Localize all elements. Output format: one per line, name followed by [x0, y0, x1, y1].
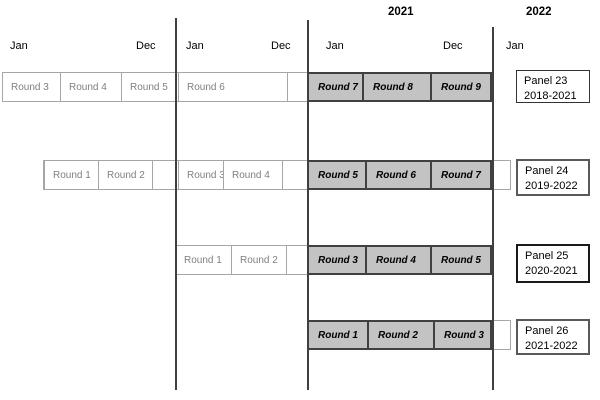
panel-name: Panel 25 — [525, 250, 569, 262]
panel-label-box: Panel 24 2019-2022 — [516, 159, 590, 196]
round-box: Round 4 — [365, 245, 432, 275]
round-box: Round 6 — [178, 72, 288, 102]
panel-range: 2019-2022 — [525, 180, 578, 192]
panel-range: 2021-2022 — [525, 340, 578, 352]
panel-range: 2020-2021 — [525, 265, 578, 277]
year-label-2021: 2021 — [388, 6, 414, 18]
round-box: Round 2 — [367, 320, 435, 350]
round-box: Round 3 — [307, 245, 367, 275]
month-label-dec-col1: Dec — [136, 40, 156, 52]
panel-label-box: Panel 25 2020-2021 — [516, 244, 590, 283]
panel-name: Panel 23 — [524, 75, 568, 87]
round-box: Round 8 — [362, 72, 432, 102]
round-box: Round 9 — [430, 72, 492, 102]
round-box: Round 4 — [60, 72, 122, 102]
round-box: Round 2 — [98, 160, 153, 190]
panel-name: Panel 24 — [525, 165, 569, 177]
round-box: Round 3 — [433, 320, 492, 350]
month-label-jan-col2: Jan — [186, 40, 204, 52]
round-box: Round 2 — [231, 245, 287, 275]
round-box: Round 1 — [307, 320, 369, 350]
round-box: Round 7 — [430, 160, 492, 190]
round-box: Round 1 — [175, 245, 232, 275]
panel-name: Panel 26 — [525, 325, 569, 337]
year-divider-line-3 — [492, 27, 494, 390]
year-divider-line-2 — [307, 20, 309, 390]
year-label-2022: 2022 — [526, 6, 552, 18]
round-box: Round 5 — [430, 245, 492, 275]
panel-label-box: Panel 26 2021-2022 — [516, 319, 590, 355]
round-box: Round 5 — [121, 72, 176, 102]
year-divider-line-1 — [175, 18, 177, 390]
month-label-jan-col1: Jan — [10, 40, 28, 52]
month-label-jan-col3: Jan — [326, 40, 344, 52]
round-box: Round 4 — [223, 160, 283, 190]
round-box: Round 7 — [307, 72, 364, 102]
round-box: Round 6 — [365, 160, 432, 190]
panel-range: 2018-2021 — [524, 90, 577, 102]
round-box: Round 3 — [178, 160, 224, 190]
month-label-dec-col3: Dec — [443, 40, 463, 52]
round-box: Round 3 — [2, 72, 61, 102]
month-label-dec-col2: Dec — [271, 40, 291, 52]
round-box: Round 1 — [44, 160, 99, 190]
month-label-jan-col4: Jan — [506, 40, 524, 52]
round-box: Round 5 — [307, 160, 367, 190]
panel-label-box: Panel 23 2018-2021 — [516, 70, 590, 103]
